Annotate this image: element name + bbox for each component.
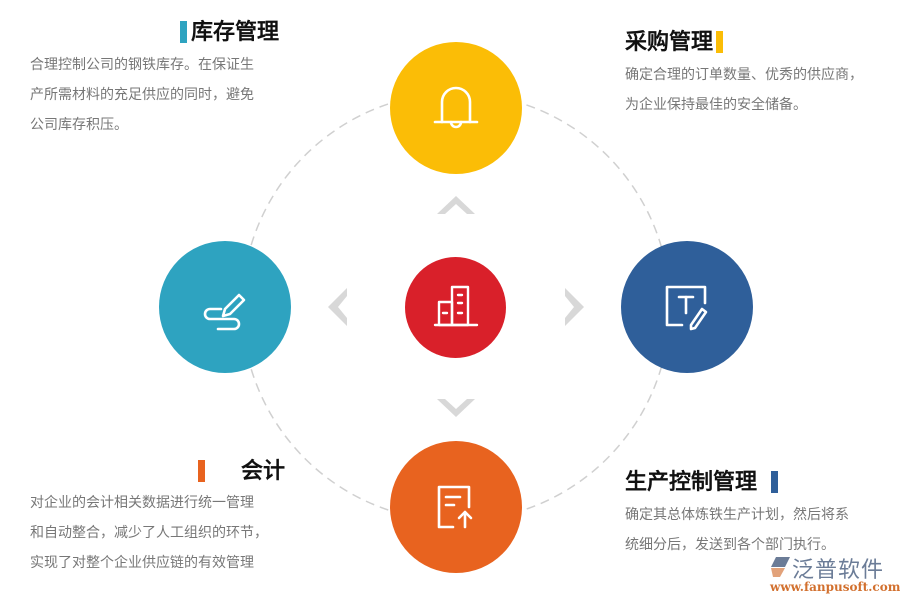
procurement-node — [621, 241, 753, 373]
chevron-right-icon — [565, 288, 584, 326]
accent-bar — [180, 21, 187, 43]
chevron-down-icon — [437, 399, 475, 417]
inventory-description: 合理控制公司的钢铁库存。在保证生 产所需材料的充足供应的同时，避免 公司库存积压… — [30, 57, 254, 133]
accent-bar — [716, 31, 724, 53]
accounting-title: 会计 — [198, 457, 285, 485]
signature-pen-icon — [203, 293, 246, 331]
bell-icon — [433, 86, 479, 129]
chevron-up-icon — [437, 196, 475, 214]
document-upload-icon — [437, 485, 473, 529]
brand-watermark: 泛普软件 www.fanpusoft.com — [770, 557, 900, 594]
text-edit-icon — [665, 285, 708, 331]
procurement-title: 采购管理 — [625, 28, 724, 56]
production-description: 确定其总体炼铁生产计划，然后将系 统细分后，发送到各个部门执行。 — [625, 507, 849, 553]
procurement-description: 确定合理的订单数量、优秀的供应商， 为企业保持最佳的安全储备。 — [625, 67, 863, 113]
accounting-node — [159, 241, 291, 373]
chevron-left-icon — [328, 288, 347, 326]
building-icon — [433, 285, 478, 326]
accent-bar — [771, 471, 779, 493]
production-node — [390, 441, 522, 573]
inventory-node — [390, 42, 522, 174]
brand-logo-icon — [771, 557, 790, 577]
accounting-description: 对企业的会计相关数据进行统一管理 和自动整合，减少了人工组织的环节， 实现了对整… — [30, 495, 268, 571]
accent-bar — [198, 460, 205, 482]
production-title: 生产控制管理 — [625, 468, 779, 496]
inventory-title: 库存管理 — [180, 18, 279, 46]
center-building-node — [405, 257, 506, 358]
